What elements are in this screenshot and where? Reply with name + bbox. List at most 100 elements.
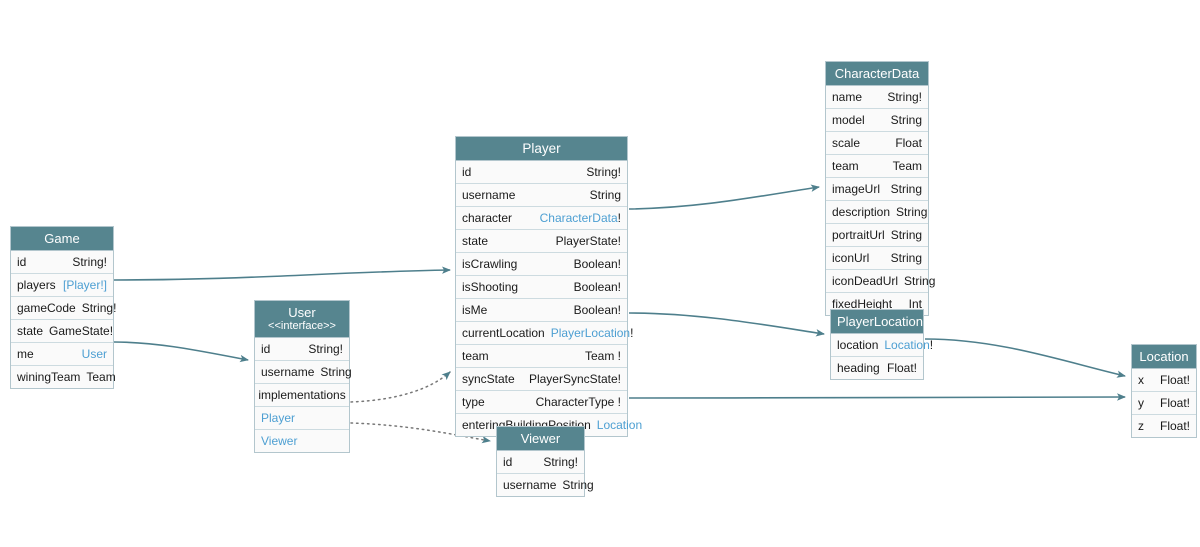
table-row[interactable]: isShooting Boolean! — [456, 276, 627, 299]
field-name: username — [462, 188, 516, 202]
implementation-viewer[interactable]: Viewer — [255, 430, 349, 452]
table-row[interactable]: portraitUrl String — [826, 224, 928, 247]
entity-playerlocation-title: PlayerLocation — [837, 314, 923, 329]
entity-user[interactable]: User <<interface>> id String! username S… — [254, 300, 352, 453]
edge-game-me-to-user — [113, 341, 249, 363]
entity-user-stereotype: <<interface>> — [268, 320, 336, 332]
field-name: isShooting — [462, 280, 519, 294]
field-name: id — [462, 165, 472, 179]
table-row[interactable]: iconUrl String — [826, 247, 928, 270]
field-type: String — [890, 251, 922, 265]
entity-user-header: User <<interface>> — [255, 301, 349, 338]
field-type-link[interactable]: CharacterData — [539, 211, 618, 225]
field-type: String — [896, 205, 928, 219]
field-type: Float! — [886, 361, 917, 375]
table-row[interactable]: iconDeadUrl String — [826, 270, 935, 293]
entity-characterdata-header: CharacterData — [826, 62, 928, 86]
field-type[interactable]: Location — [596, 418, 643, 432]
table-row[interactable]: type CharacterType ! — [456, 391, 627, 414]
implementation-name[interactable]: Player — [261, 411, 296, 425]
field-type: Float! — [1159, 373, 1190, 387]
table-row[interactable]: x Float! — [1132, 369, 1196, 392]
table-row[interactable]: location Location! — [831, 334, 933, 357]
table-row[interactable]: model String — [826, 109, 928, 132]
table-row[interactable]: description String — [826, 201, 928, 224]
entity-player-title: Player — [522, 141, 561, 156]
entity-location[interactable]: Location x Float! y Float! z Float! — [1131, 344, 1197, 438]
table-row[interactable]: imageUrl String — [826, 178, 928, 201]
table-row[interactable]: players [Player!] — [11, 274, 113, 297]
table-row[interactable]: scale Float — [826, 132, 928, 155]
table-row[interactable]: name String! — [826, 86, 928, 109]
field-name: scale — [832, 136, 861, 150]
field-type[interactable]: [Player!] — [62, 278, 107, 292]
field-name: fixedHeight — [832, 297, 893, 311]
field-type: String — [890, 113, 922, 127]
table-row[interactable]: team Team ! — [456, 345, 627, 368]
field-type-link[interactable]: PlayerLocation — [550, 326, 631, 340]
field-type: Float! — [1159, 419, 1190, 433]
entity-location-title: Location — [1139, 349, 1189, 364]
entity-player[interactable]: Player id String! username String charac… — [455, 136, 642, 437]
field-type: GameState! — [49, 324, 114, 338]
implementation-name[interactable]: Viewer — [261, 434, 298, 448]
field-type: Float! — [1159, 396, 1190, 410]
field-name: state — [17, 324, 44, 338]
table-row[interactable]: gameCode String! — [11, 297, 116, 320]
field-name: location — [837, 338, 879, 352]
field-name: y — [1138, 396, 1144, 410]
field-name: x — [1138, 373, 1144, 387]
table-row[interactable]: heading Float! — [831, 357, 923, 379]
edge-player-enteringbuilding-to-location — [628, 393, 1126, 401]
field-type: Int — [908, 297, 922, 311]
entity-characterdata[interactable]: CharacterData name String! model String … — [825, 61, 935, 316]
field-name: gameCode — [17, 301, 76, 315]
field-type[interactable]: PlayerLocation! — [551, 326, 634, 340]
implementation-player[interactable]: Player — [255, 407, 349, 430]
field-name: model — [832, 113, 865, 127]
table-row[interactable]: y Float! — [1132, 392, 1196, 415]
table-row[interactable]: username String — [456, 184, 627, 207]
field-name: z — [1138, 419, 1144, 433]
table-row[interactable]: username String — [255, 361, 352, 384]
field-type[interactable]: CharacterData! — [540, 211, 621, 225]
table-row[interactable]: team Team — [826, 155, 928, 178]
table-row[interactable]: id String! — [497, 451, 584, 474]
entity-location-header: Location — [1132, 345, 1196, 369]
field-name: players — [17, 278, 56, 292]
field-name: winingTeam — [17, 370, 81, 384]
field-type[interactable]: User — [81, 347, 107, 361]
table-row[interactable]: isMe Boolean! — [456, 299, 627, 322]
entity-playerlocation[interactable]: PlayerLocation location Location! headin… — [830, 309, 933, 380]
table-row[interactable]: id String! — [255, 338, 349, 361]
table-row[interactable]: syncState PlayerSyncState! — [456, 368, 627, 391]
field-type: String! — [81, 301, 117, 315]
table-row[interactable]: username String — [497, 474, 594, 496]
field-type: String! — [72, 255, 107, 269]
field-type-link[interactable]: Location — [884, 338, 930, 352]
entity-playerlocation-header: PlayerLocation — [831, 310, 923, 334]
entity-viewer[interactable]: Viewer id String! username String — [496, 426, 594, 497]
table-row[interactable]: state GameState! — [11, 320, 113, 343]
edge-player-currentlocation-to-playerlocation — [628, 312, 825, 337]
field-name: currentLocation — [462, 326, 545, 340]
edge-game-players-to-player — [113, 266, 451, 281]
field-type: String — [320, 365, 352, 379]
table-row[interactable]: state PlayerState! — [456, 230, 627, 253]
table-row[interactable]: character CharacterData! — [456, 207, 627, 230]
entity-game[interactable]: Game id String! players [Player!] gameCo… — [10, 226, 116, 389]
edge-playerlocation-location-to-location — [924, 338, 1126, 378]
table-row[interactable]: id String! — [456, 161, 627, 184]
table-row[interactable]: id String! — [11, 251, 113, 274]
table-row[interactable]: currentLocation PlayerLocation! — [456, 322, 633, 345]
table-row[interactable]: z Float! — [1132, 415, 1196, 437]
field-type[interactable]: Location! — [884, 338, 933, 352]
field-type: String! — [308, 342, 343, 356]
table-row[interactable]: isCrawling Boolean! — [456, 253, 627, 276]
implementations-label: implementations — [258, 388, 346, 402]
field-type: Team ! — [584, 349, 621, 363]
table-row[interactable]: me User — [11, 343, 113, 366]
table-row[interactable]: winingTeam Team — [11, 366, 116, 388]
entity-viewer-header: Viewer — [497, 427, 584, 451]
